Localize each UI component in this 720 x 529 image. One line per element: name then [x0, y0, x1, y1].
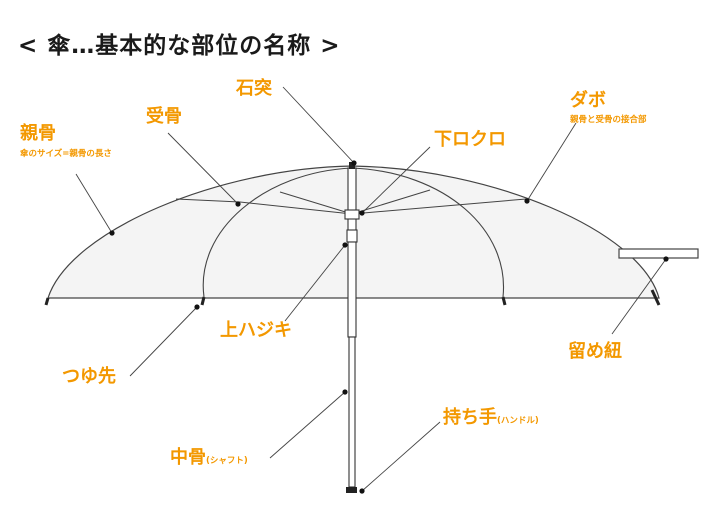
stretcher-mid-left	[279, 191, 353, 215]
tip-1	[44, 297, 50, 306]
tip-2	[200, 296, 206, 306]
label-shimo-rokuro: 下ロクロ	[434, 129, 506, 150]
label-mochite-main: 持ち手	[443, 407, 497, 428]
rib-right	[351, 167, 505, 298]
handle	[346, 487, 357, 493]
label-nakabone: 中骨(シャフト)	[170, 449, 248, 467]
label-ue-hajiki: 上ハジキ	[220, 320, 292, 341]
hajiki	[346, 229, 358, 243]
rib-left	[202, 167, 353, 298]
label-mochite-sub: (ハンドル)	[497, 416, 539, 426]
page-title: < 傘…基本的な部位の名称 >	[18, 33, 341, 59]
label-nakabone-main: 中骨	[170, 447, 206, 468]
label-oyabone-note: 傘のサイズ=親骨の長さ	[20, 149, 112, 159]
label-mochite: 持ち手(ハンドル)	[443, 409, 539, 427]
ferrule	[349, 162, 355, 169]
label-tsuyusaki: つゆ先	[62, 366, 116, 387]
label-oyabone: 親骨	[20, 123, 56, 144]
runner	[344, 209, 360, 220]
label-ishizuki: 石突	[236, 78, 272, 99]
label-nakabone-sub: (シャフト)	[206, 456, 248, 466]
stretcher-right	[351, 198, 527, 215]
shaft-middle	[347, 241, 357, 338]
shaft-upper	[347, 167, 357, 234]
label-ukebone: 受骨	[146, 106, 182, 127]
label-tomehimo: 留め紐	[568, 341, 622, 362]
tip-4	[650, 289, 661, 306]
tip-3	[501, 296, 507, 306]
stretcher-left	[175, 198, 353, 215]
strap	[618, 248, 699, 259]
shaft-lower	[348, 336, 356, 488]
label-dabo: ダボ	[570, 90, 606, 111]
label-dabo-note: 親骨と受骨の接合部	[570, 115, 647, 125]
